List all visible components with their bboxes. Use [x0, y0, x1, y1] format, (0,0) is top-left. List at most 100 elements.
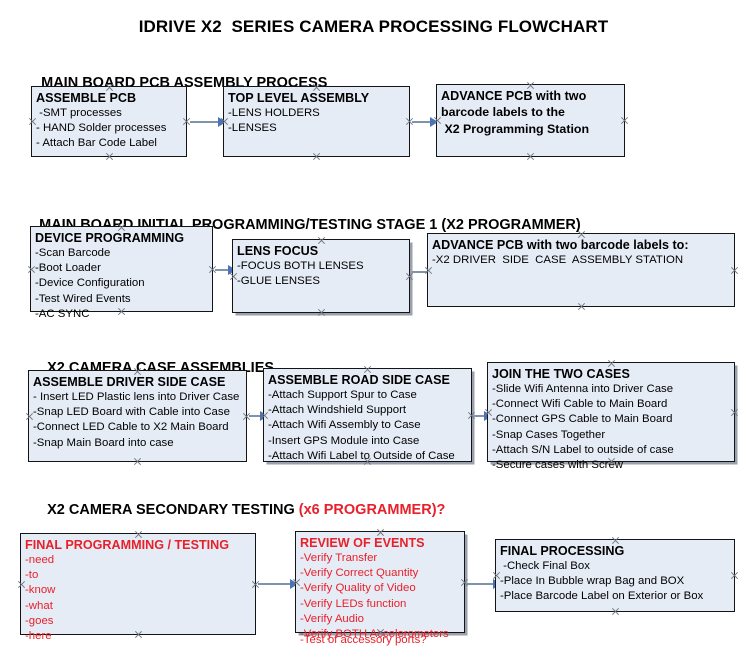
- connection-handle-bottom[interactable]: [312, 152, 321, 161]
- node-device-programming[interactable]: DEVICE PROGRAMMING -Scan Barcode -Boot L…: [27, 223, 213, 320]
- connection-handle-bottom[interactable]: [317, 308, 326, 317]
- connection-handle-left[interactable]: [220, 117, 229, 126]
- connection-handle-left[interactable]: [424, 266, 433, 275]
- node-header: ASSEMBLE DRIVER SIDE CASE: [33, 375, 226, 389]
- node-line: -SMT processes: [36, 107, 122, 119]
- node-header: DEVICE PROGRAMMING: [35, 231, 185, 245]
- connection-handle-bottom[interactable]: [607, 457, 616, 466]
- connection-handle-right[interactable]: [251, 580, 260, 589]
- connection-handle-right[interactable]: [242, 412, 251, 421]
- node-line: -Snap Main Board into case: [33, 436, 174, 449]
- connection-handle-top[interactable]: [312, 83, 321, 92]
- connection-handle-right[interactable]: [620, 116, 629, 125]
- connection-handle-right[interactable]: [182, 117, 191, 126]
- connection-handle-left[interactable]: [28, 117, 37, 126]
- node-line: -need: [25, 554, 55, 566]
- node-line: -Verify BOTH Accelerometers: [300, 628, 449, 641]
- connection-handle-left[interactable]: [433, 116, 442, 125]
- node-assemble-driver-side-case[interactable]: ASSEMBLE DRIVER SIDE CASE - Insert LED P…: [28, 370, 247, 462]
- connection-handle-left[interactable]: [260, 411, 269, 420]
- node-line: -Verify Audio: [300, 612, 364, 625]
- section-title-x2-camera-secondary-testing: X2 CAMERA SECONDARY TESTING (x6 PROGRAMM…: [31, 486, 445, 534]
- node-line: -Slide Wifi Antenna into Driver Case: [492, 383, 674, 395]
- node-header: TOP LEVEL ASSEMBLY: [228, 91, 370, 105]
- connection-handle-top[interactable]: [376, 528, 385, 537]
- node-header: LENS FOCUS: [237, 244, 319, 258]
- connection-handle-bottom[interactable]: [376, 628, 385, 637]
- node-join-the-two-cases[interactable]: JOIN THE TWO CASES -Slide Wifi Antenna i…: [484, 359, 735, 471]
- node-body: FINAL PROCESSING -Check Final Box -Place…: [500, 543, 732, 605]
- node-line: -Attach Windshield Support: [268, 404, 407, 417]
- node-body: DEVICE PROGRAMMING -Scan Barcode -Boot L…: [35, 230, 210, 322]
- node-review-of-events[interactable]: REVIEW OF EVENTS -Verify Transfer -Verif…: [292, 528, 465, 646]
- node-line: -Device Configuration: [35, 277, 145, 290]
- connection-handle-left[interactable]: [492, 571, 501, 580]
- connection-handle-right[interactable]: [405, 117, 414, 126]
- connection-handle-left[interactable]: [27, 265, 36, 274]
- connection-handle-bottom[interactable]: [363, 457, 372, 466]
- connection-handle-bottom[interactable]: [117, 307, 126, 316]
- connection-handle-left[interactable]: [17, 580, 26, 589]
- arrow-shaft: [258, 583, 291, 585]
- connection-handle-top[interactable]: [577, 230, 586, 239]
- node-header: REVIEW OF EVENTS: [300, 536, 425, 550]
- connection-handle-right[interactable]: [730, 408, 739, 417]
- connection-handle-left[interactable]: [484, 408, 493, 417]
- node-line: -Attach Wifi Assembly to Case: [268, 419, 421, 432]
- node-advance-pcb-driver-side[interactable]: ADVANCE PCB with two barcode labels to: …: [427, 233, 735, 307]
- connection-handle-right[interactable]: [467, 411, 476, 420]
- connection-handle-top[interactable]: [105, 83, 114, 92]
- section-title-text: X2 CAMERA SECONDARY TESTING: [47, 502, 299, 518]
- connection-handle-bottom[interactable]: [105, 152, 114, 161]
- connection-handle-top[interactable]: [317, 236, 326, 245]
- node-body: ASSEMBLE ROAD SIDE CASE -Attach Support …: [268, 372, 469, 464]
- node-line: -Connect Wifi Cable to Main Board: [492, 398, 668, 411]
- node-body: JOIN THE TWO CASES -Slide Wifi Antenna i…: [492, 366, 732, 473]
- node-line: -Test Wired Events: [35, 292, 131, 305]
- connection-handle-bottom[interactable]: [134, 630, 143, 639]
- connection-handle-top[interactable]: [133, 367, 142, 376]
- node-lens-focus[interactable]: LENS FOCUS -FOCUS BOTH LENSES -GLUE LENS…: [232, 239, 410, 313]
- node-header: ASSEMBLE PCB: [36, 91, 137, 105]
- node-line: -goes: [25, 614, 54, 627]
- connection-handle-top[interactable]: [526, 81, 535, 90]
- connection-handle-right[interactable]: [730, 266, 739, 275]
- connection-handle-right[interactable]: [460, 578, 469, 587]
- connection-handle-left[interactable]: [229, 272, 238, 281]
- node-body: ASSEMBLE PCB -SMT processes - HAND Solde…: [36, 90, 184, 152]
- connection-handle-bottom[interactable]: [577, 302, 586, 311]
- node-line: -GLUE LENSES: [237, 275, 320, 288]
- node-top-level-assembly[interactable]: TOP LEVEL ASSEMBLY -LENS HOLDERS -LENSES: [223, 86, 410, 157]
- node-assemble-pcb[interactable]: ASSEMBLE PCB -SMT processes - HAND Solde…: [31, 86, 187, 157]
- node-body: REVIEW OF EVENTS -Verify Transfer -Verif…: [300, 535, 462, 642]
- node-body: TOP LEVEL ASSEMBLY -LENS HOLDERS -LENSES: [228, 90, 407, 136]
- node-header: FINAL PROGRAMMING / TESTING: [25, 538, 230, 552]
- connection-handle-top[interactable]: [134, 530, 143, 539]
- node-line: -Snap Cases Together: [492, 428, 606, 441]
- connection-handle-top[interactable]: [117, 223, 126, 232]
- node-header: ADVANCE PCB with two: [441, 89, 587, 103]
- connection-handle-top[interactable]: [607, 359, 616, 368]
- arrow-shaft: [190, 121, 218, 123]
- node-line: - HAND Solder processes: [36, 122, 167, 135]
- connection-handle-right[interactable]: [730, 571, 739, 580]
- node-line: -Verify Quality of Video: [300, 582, 416, 595]
- connection-handle-bottom[interactable]: [133, 457, 142, 466]
- node-assemble-road-side-case[interactable]: ASSEMBLE ROAD SIDE CASE -Attach Support …: [263, 368, 472, 462]
- node-final-programming-testing[interactable]: FINAL PROGRAMMING / TESTING -need -to -k…: [17, 530, 256, 642]
- connection-handle-top[interactable]: [611, 536, 620, 545]
- node-body: FINAL PROGRAMMING / TESTING -need -to -k…: [25, 537, 253, 644]
- node-line: -Snap LED Board with Cable into Case: [33, 406, 230, 419]
- connection-handle-right[interactable]: [405, 272, 414, 281]
- connection-handle-right[interactable]: [208, 265, 217, 274]
- node-line: barcode labels to the: [441, 105, 565, 119]
- connection-handle-top[interactable]: [363, 365, 372, 374]
- connection-handle-left[interactable]: [292, 578, 301, 587]
- connection-handle-bottom[interactable]: [526, 152, 535, 161]
- node-final-processing[interactable]: FINAL PROCESSING -Check Final Box -Place…: [495, 539, 735, 612]
- node-advance-pcb-programming-station[interactable]: ADVANCE PCB with two barcode labels to t…: [436, 84, 625, 157]
- connection-handle-bottom[interactable]: [611, 607, 620, 616]
- connection-handle-left[interactable]: [25, 412, 34, 421]
- node-line: -know: [25, 584, 56, 597]
- node-line: -here: [25, 630, 52, 643]
